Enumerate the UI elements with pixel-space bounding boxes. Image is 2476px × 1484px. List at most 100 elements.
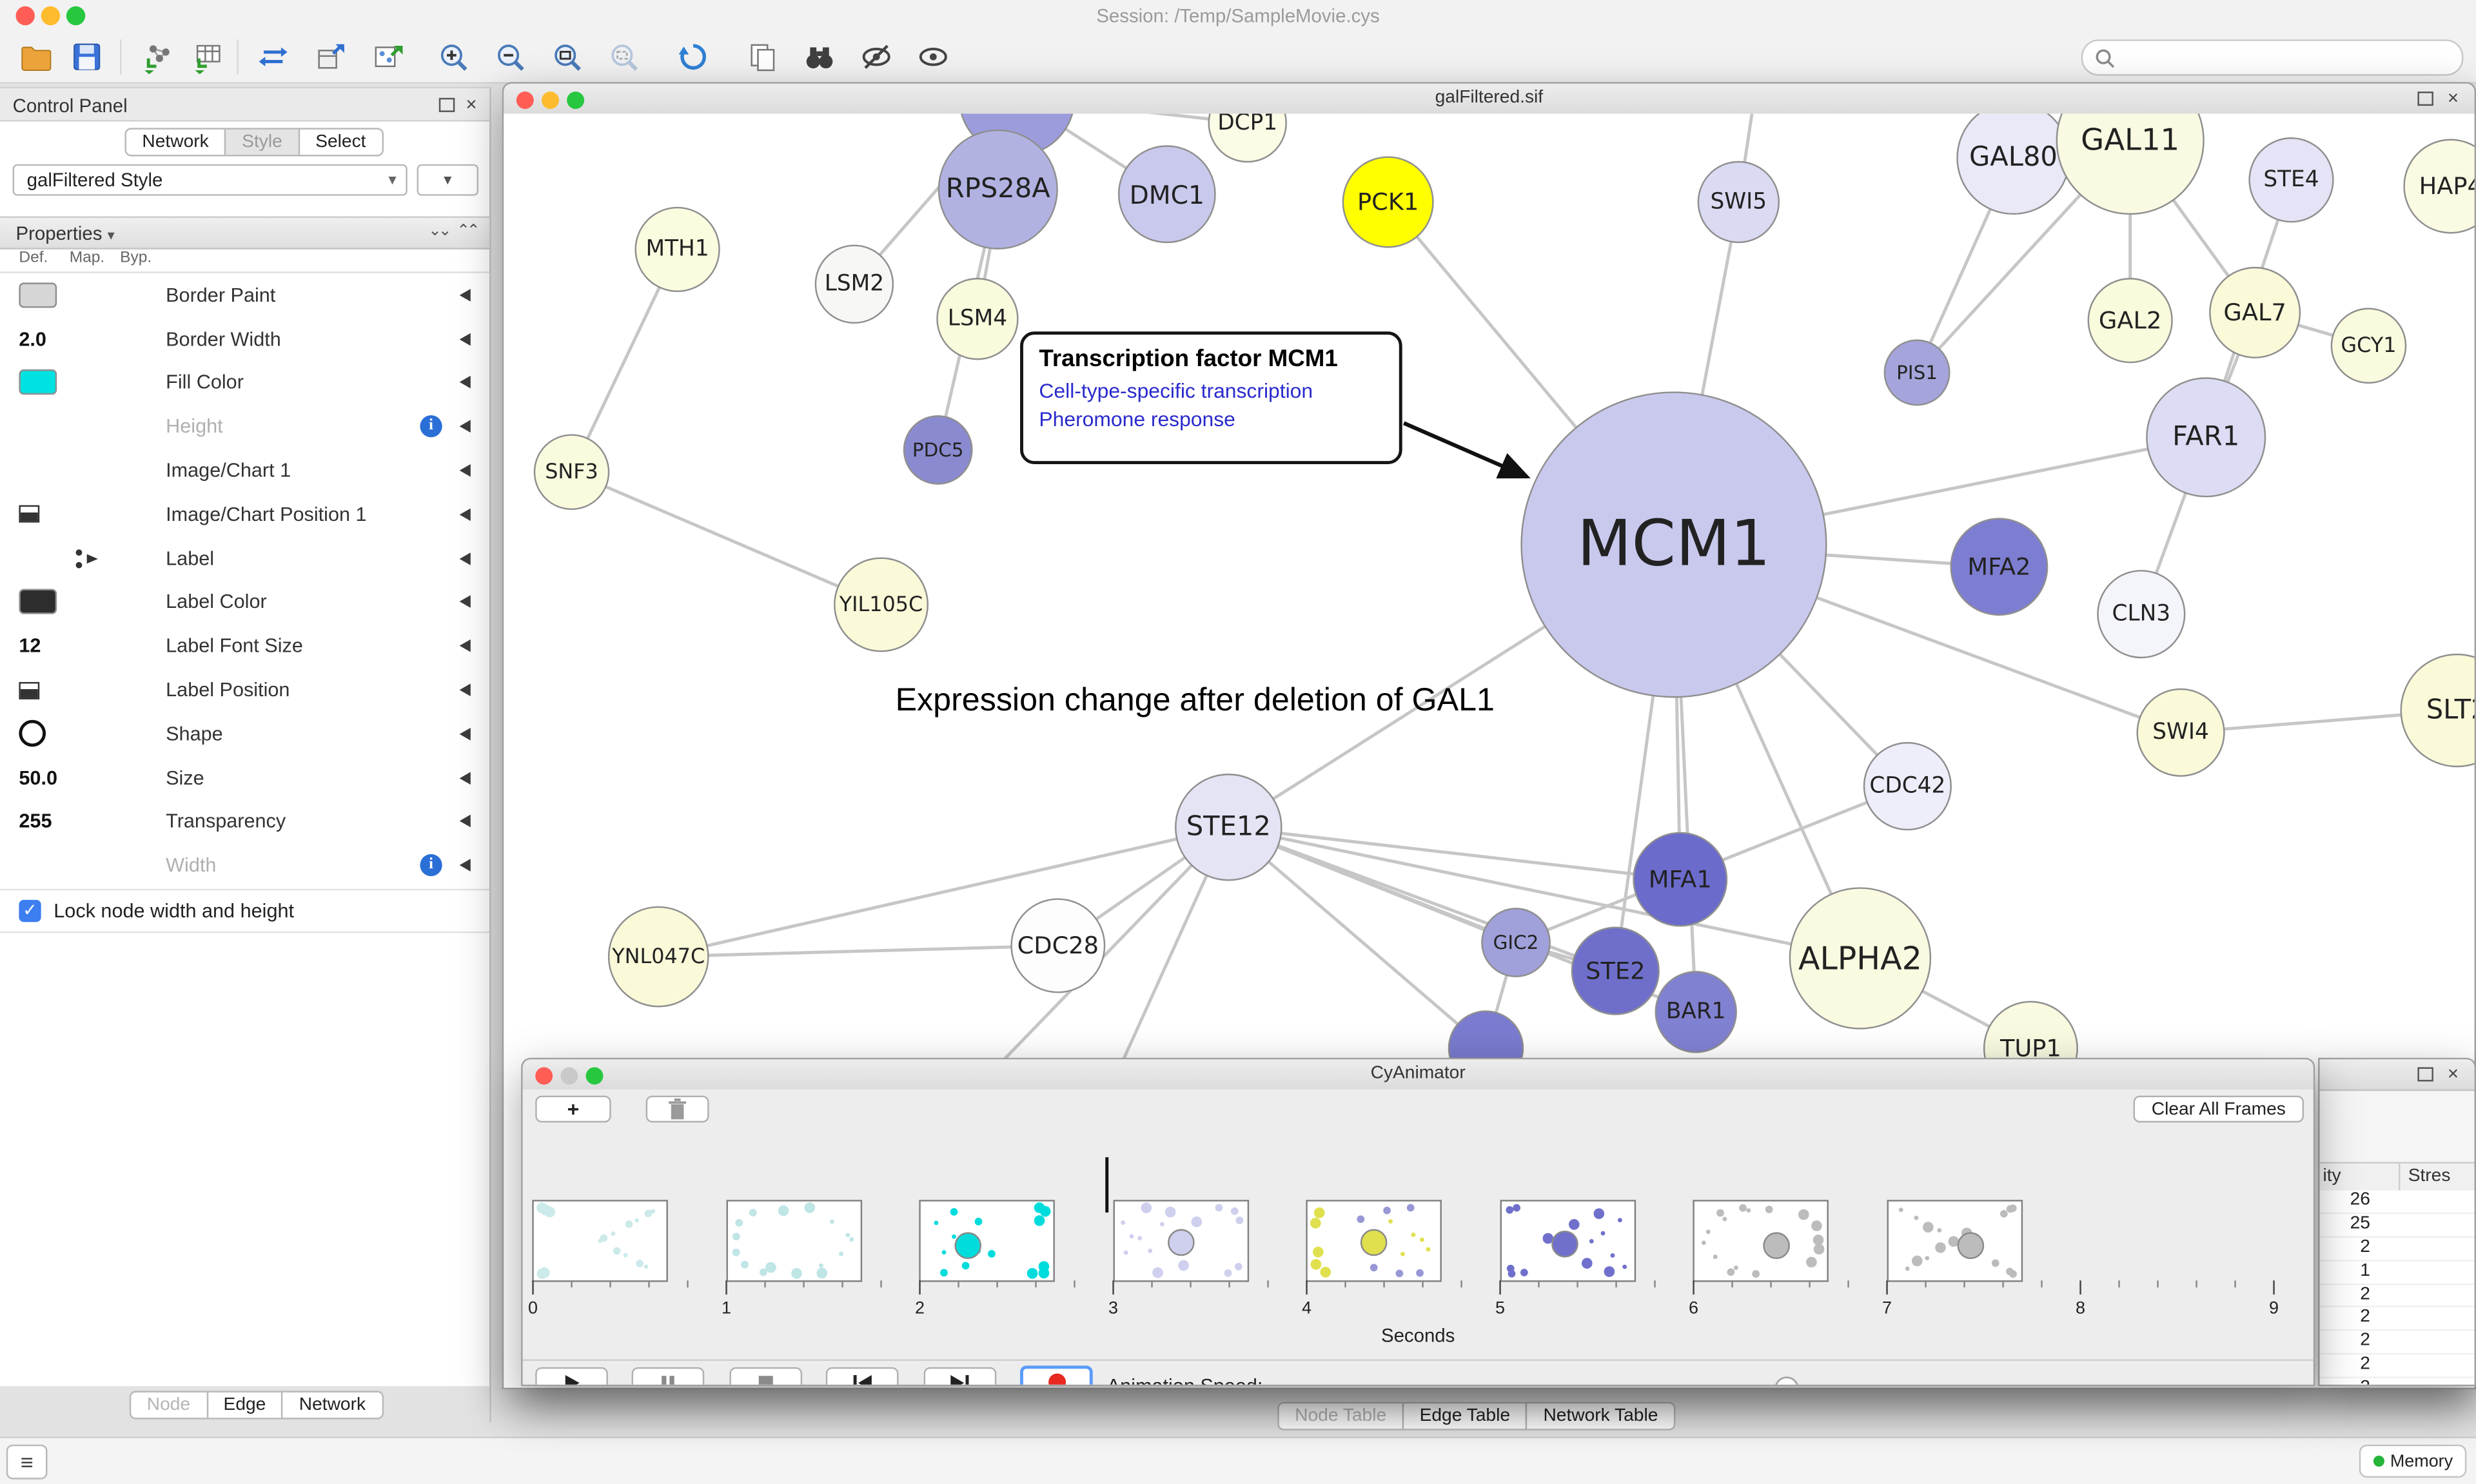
color-swatch[interactable] [19, 589, 57, 615]
table-row[interactable]: 2 [2320, 1378, 2475, 1384]
minimize-window-icon[interactable] [542, 90, 559, 108]
zoom-window-icon[interactable] [585, 1066, 604, 1084]
zoom-selected-button[interactable] [600, 36, 647, 77]
graph-node-rps28a[interactable]: RPS28A [938, 129, 1058, 249]
style-selector[interactable]: galFiltered Style ▾ [12, 164, 408, 196]
graph-node-lsm4[interactable]: LSM4 [936, 278, 1019, 360]
position-icon[interactable] [19, 505, 40, 523]
default-cell[interactable]: 12 [19, 635, 75, 657]
graph-node-cdc42[interactable]: CDC42 [1863, 742, 1952, 831]
mapping-cell[interactable] [75, 549, 126, 568]
graph-node-mcm1[interactable]: MCM1 [1520, 391, 1827, 698]
column-divider[interactable] [2399, 1163, 2401, 1191]
float-panel-icon[interactable] [438, 97, 455, 112]
graph-node-ste12[interactable]: STE12 [1175, 774, 1282, 881]
default-cell[interactable] [19, 720, 75, 748]
playhead[interactable] [1105, 1157, 1108, 1213]
table-row[interactable]: 2 [2319, 1331, 2475, 1355]
default-cell[interactable] [19, 282, 75, 308]
play-button[interactable] [535, 1367, 608, 1385]
property-row[interactable]: Image/Chart Position 1 [0, 493, 489, 536]
copy-annotation-button[interactable] [739, 36, 786, 77]
import-table-button[interactable] [183, 36, 230, 77]
close-panel-icon[interactable]: × [466, 93, 477, 115]
properties-header[interactable]: Properties ▾ ⌄⌄ ⌃⌃ [0, 216, 490, 249]
default-value[interactable]: 12 [19, 635, 41, 658]
graph-node-pck1[interactable]: PCK1 [1342, 156, 1434, 248]
color-swatch[interactable] [19, 370, 57, 396]
tab-select[interactable]: Select [298, 128, 384, 157]
tab-edge-table[interactable]: Edge Table [1402, 1401, 1528, 1430]
expand-arrow-icon[interactable] [459, 683, 471, 697]
close-view-icon[interactable]: × [2447, 1062, 2459, 1085]
property-row[interactable]: Label [0, 536, 489, 580]
graph-node-ste2[interactable]: STE2 [1571, 926, 1660, 1015]
graph-node-pis1[interactable]: PIS1 [1883, 339, 1950, 406]
property-row[interactable]: Label Color [0, 580, 489, 624]
color-swatch[interactable] [19, 282, 57, 308]
table-header-row[interactable]: ity Stres [2319, 1162, 2475, 1192]
graph-node-ynl047c[interactable]: YNL047C [607, 906, 709, 1008]
graph-node-dmc1[interactable]: DMC1 [1117, 145, 1216, 244]
default-cell[interactable] [19, 589, 75, 615]
tab-network[interactable]: Network [281, 1391, 383, 1420]
expand-arrow-icon[interactable] [459, 771, 471, 785]
frame-thumbnail[interactable] [1112, 1200, 1248, 1282]
collapse-all-icon[interactable]: ⌄⌄ [428, 222, 451, 240]
close-view-icon[interactable]: × [2447, 86, 2459, 109]
zoom-out-button[interactable] [486, 36, 533, 77]
frame-thumbnail[interactable] [725, 1200, 861, 1282]
property-row[interactable]: Shape [0, 712, 489, 756]
zoom-window-icon[interactable] [567, 90, 585, 108]
memory-button[interactable]: Memory [2359, 1444, 2467, 1478]
graph-node-pdc5[interactable]: PDC5 [903, 415, 973, 485]
stop-button[interactable] [729, 1367, 803, 1385]
graph-node-far1[interactable]: FAR1 [2146, 377, 2266, 498]
default-value[interactable]: 50.0 [19, 766, 58, 789]
tab-node[interactable]: Node [129, 1391, 208, 1420]
expand-arrow-icon[interactable] [459, 464, 471, 477]
graph-node-gcy1[interactable]: GCY1 [2330, 308, 2407, 384]
cyanimator-titlebar[interactable]: CyAnimator [522, 1059, 2314, 1091]
skip-end-button[interactable] [923, 1367, 997, 1385]
graph-node-hap4[interactable]: HAP4 [2403, 139, 2475, 234]
canvas-caption[interactable]: Expression change after deletion of GAL1 [895, 681, 1495, 719]
dock-window-icon[interactable] [2417, 92, 2433, 106]
tab-network-table[interactable]: Network Table [1526, 1401, 1676, 1430]
add-frame-button[interactable]: + [535, 1095, 611, 1123]
automation-panel-button[interactable]: ≡ [6, 1444, 48, 1479]
annotation-link-1[interactable]: Cell-type-specific transcription [1039, 378, 1313, 403]
export-image-button[interactable] [363, 36, 410, 77]
expand-arrow-icon[interactable] [459, 639, 471, 653]
frame-thumbnail[interactable] [1886, 1200, 2022, 1282]
graph-node-mfa2[interactable]: MFA2 [1950, 518, 2049, 616]
default-cell[interactable]: 50.0 [19, 766, 75, 788]
search-input[interactable] [2122, 46, 2445, 69]
dock-window-icon[interactable] [2417, 1067, 2433, 1082]
graph-node-gal80[interactable]: GAL80 [1956, 113, 2070, 215]
expand-arrow-icon[interactable] [459, 376, 471, 389]
delete-frame-button[interactable] [645, 1095, 709, 1123]
export-network-button[interactable] [306, 36, 353, 77]
import-network-button[interactable] [133, 36, 180, 77]
table-row[interactable]: 26 [2319, 1191, 2475, 1214]
graph-node-gal2[interactable]: GAL2 [2087, 278, 2173, 364]
graph-node-gic2[interactable]: GIC2 [1481, 908, 1551, 977]
annotation-link-2[interactable]: Pheromone response [1039, 407, 1235, 432]
refresh-view-button[interactable] [669, 36, 716, 77]
tab-edge[interactable]: Edge [206, 1391, 284, 1420]
search-field[interactable] [2081, 39, 2464, 76]
pause-button[interactable] [631, 1367, 705, 1385]
annotation-box[interactable]: Transcription factor MCM1 Cell-type-spec… [1020, 331, 1402, 464]
column-header-stress[interactable]: Stres [2408, 1166, 2451, 1186]
graph-node-mth1[interactable]: MTH1 [634, 206, 720, 293]
tab-node-table[interactable]: Node Table [1277, 1401, 1404, 1430]
frame-thumbnail[interactable] [1499, 1200, 1635, 1282]
close-window-icon[interactable] [15, 6, 35, 26]
table-row[interactable]: 25 [2319, 1214, 2475, 1238]
minimize-window-icon[interactable] [560, 1066, 578, 1084]
skip-start-button[interactable] [825, 1367, 899, 1385]
